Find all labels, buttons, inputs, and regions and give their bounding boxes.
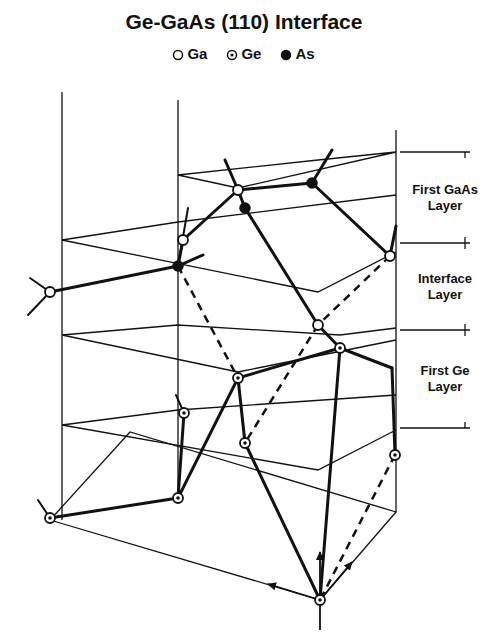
diagram-title: Ge-GaAs (110) Interface bbox=[126, 10, 363, 34]
legend-symbol bbox=[172, 49, 184, 61]
legend-text: Ga bbox=[187, 45, 207, 62]
legend-symbol bbox=[226, 49, 238, 61]
layer-label: Interface Layer bbox=[408, 271, 482, 303]
layer-label: First GaAs Layer bbox=[408, 182, 482, 214]
legend-text: Ge bbox=[241, 45, 261, 62]
legend-text: As bbox=[295, 45, 314, 62]
legend-symbol bbox=[280, 49, 292, 61]
layer-label: First Ge Layer bbox=[408, 363, 482, 395]
